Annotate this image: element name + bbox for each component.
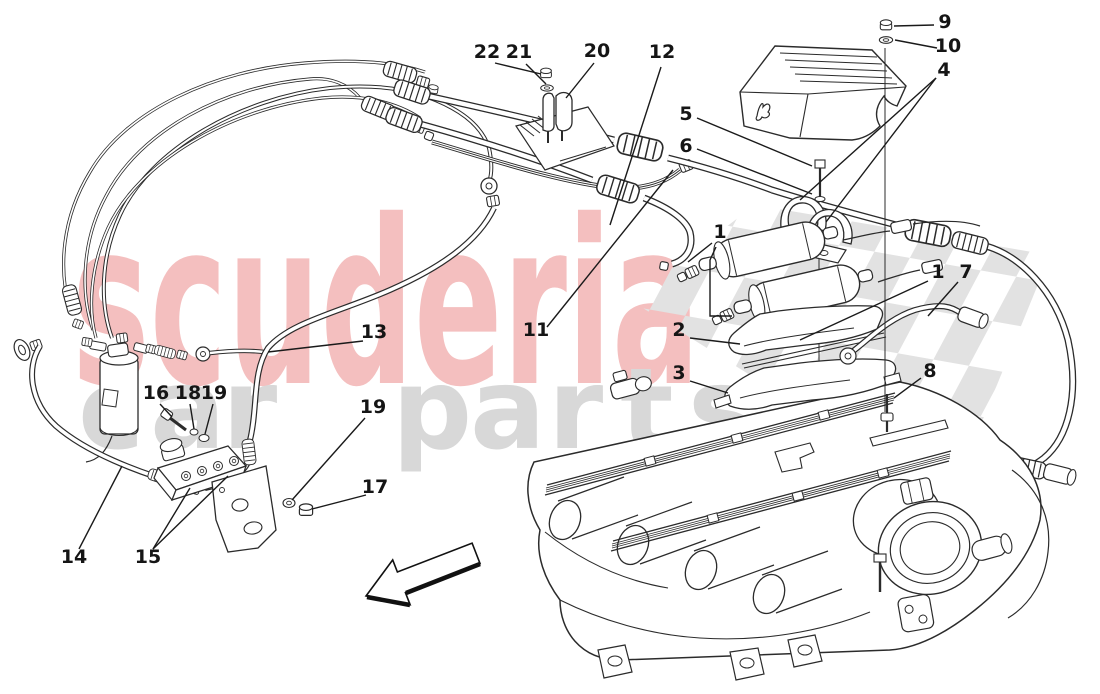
callout-10: 10 <box>935 35 961 57</box>
callout-numbers: 22 21 20 12 9 10 4 5 6 1 1 7 11 2 3 8 13… <box>61 11 973 568</box>
callout-22: 22 <box>474 41 500 63</box>
valve-block-assembly <box>153 438 277 553</box>
ac-hose-upper <box>391 77 1077 486</box>
ferrari-horse-icon <box>755 103 771 121</box>
washer-21 <box>540 84 554 92</box>
fuel-rails <box>544 392 952 552</box>
manifold-feet <box>597 634 823 681</box>
callout-14: 14 <box>61 546 87 568</box>
callout-1: 1 <box>713 221 726 243</box>
throttle-body <box>852 477 1013 633</box>
washer-19b <box>282 497 296 509</box>
callout-11: 11 <box>523 319 549 341</box>
pump-wiring <box>842 218 981 283</box>
fuel-pump-upper <box>698 221 839 280</box>
support-foot <box>774 442 815 473</box>
callout-17: 17 <box>362 476 388 498</box>
callout-1b: 1 <box>931 261 944 283</box>
callout-18: 18 <box>175 382 201 404</box>
heat-shield-3 <box>713 358 902 410</box>
intake-manifold <box>527 369 1050 681</box>
ac-hose-14 <box>29 344 196 494</box>
direction-arrow-icon <box>364 542 482 608</box>
wm-letter: p <box>392 345 472 475</box>
callout-19b: 19 <box>360 396 386 418</box>
stud-8 <box>880 394 894 432</box>
washer-10 <box>878 36 894 44</box>
bulkhead-fitting <box>13 338 44 361</box>
receiver-drier <box>81 332 265 463</box>
ac-hose-lower <box>383 105 695 272</box>
bolt-16 <box>160 408 187 432</box>
callout-12: 12 <box>649 41 675 63</box>
callout-5: 5 <box>679 103 692 125</box>
callout-7: 7 <box>959 261 972 283</box>
wm-letter: a <box>470 345 546 475</box>
engine-cover <box>739 45 907 141</box>
support-bracket <box>869 419 949 447</box>
callout-21: 21 <box>506 41 532 63</box>
nut-9 <box>879 19 893 31</box>
callout-4: 4 <box>937 59 950 81</box>
intake-runners <box>548 476 843 615</box>
nut-17 <box>298 503 314 517</box>
clamp-bolt-5 <box>814 159 826 169</box>
vacuum-valve <box>609 369 652 400</box>
washer-18 <box>189 428 199 436</box>
callout-8: 8 <box>923 360 936 382</box>
callout-15: 15 <box>135 546 161 568</box>
hose-fittings-cluster <box>359 59 501 208</box>
washer-19 <box>198 434 210 442</box>
callout-19: 19 <box>201 382 227 404</box>
mounting-stud-axis <box>878 19 894 412</box>
callout-leader-lines <box>78 24 959 550</box>
clamp-washer-6 <box>814 196 826 202</box>
callout-20: 20 <box>584 40 610 62</box>
callout-16: 16 <box>143 382 169 404</box>
callout-6: 6 <box>679 135 692 157</box>
ac-hose-7 <box>839 303 989 365</box>
screw-22 <box>540 67 552 79</box>
callout-2: 2 <box>672 319 685 341</box>
callout-9: 9 <box>938 11 951 33</box>
callout-3: 3 <box>672 362 685 384</box>
callout-13: 13 <box>361 321 387 343</box>
pipe-clip-bracket <box>542 91 573 132</box>
watermark-brand-text: scuderia <box>72 171 700 437</box>
